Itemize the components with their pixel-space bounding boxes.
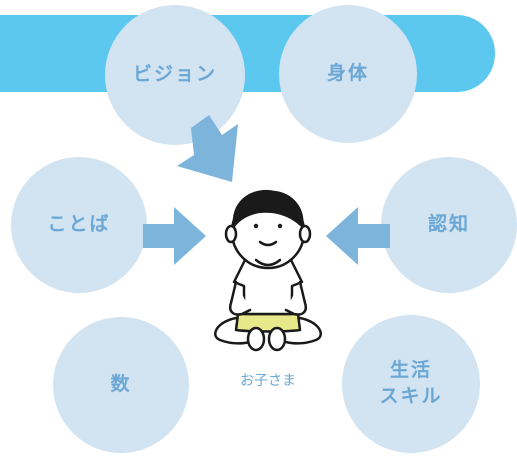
- life-skills-label-line2: スキル: [379, 385, 443, 407]
- child-label: お子さま: [240, 373, 296, 389]
- cognition-node: 認知: [381, 157, 517, 293]
- vision-arrow-icon: [177, 115, 238, 182]
- life-skills-label-line1: 生活: [389, 359, 432, 382]
- life-skills-node: 生活 スキル: [342, 315, 480, 453]
- vision-label: ビジョン: [132, 63, 217, 86]
- words-label: ことば: [47, 213, 111, 236]
- body-label: 身体: [326, 62, 369, 85]
- number-node: 数: [53, 317, 189, 453]
- body-node: 身体: [279, 5, 417, 143]
- child-illustration: [214, 189, 322, 352]
- words-node: ことば: [11, 157, 147, 293]
- cognition-label: 認知: [427, 213, 470, 236]
- vision-node: ビジョン: [105, 5, 245, 145]
- words-arrow-icon: [143, 207, 206, 265]
- number-label: 数: [110, 373, 132, 396]
- cognition-arrow-icon: [326, 207, 390, 265]
